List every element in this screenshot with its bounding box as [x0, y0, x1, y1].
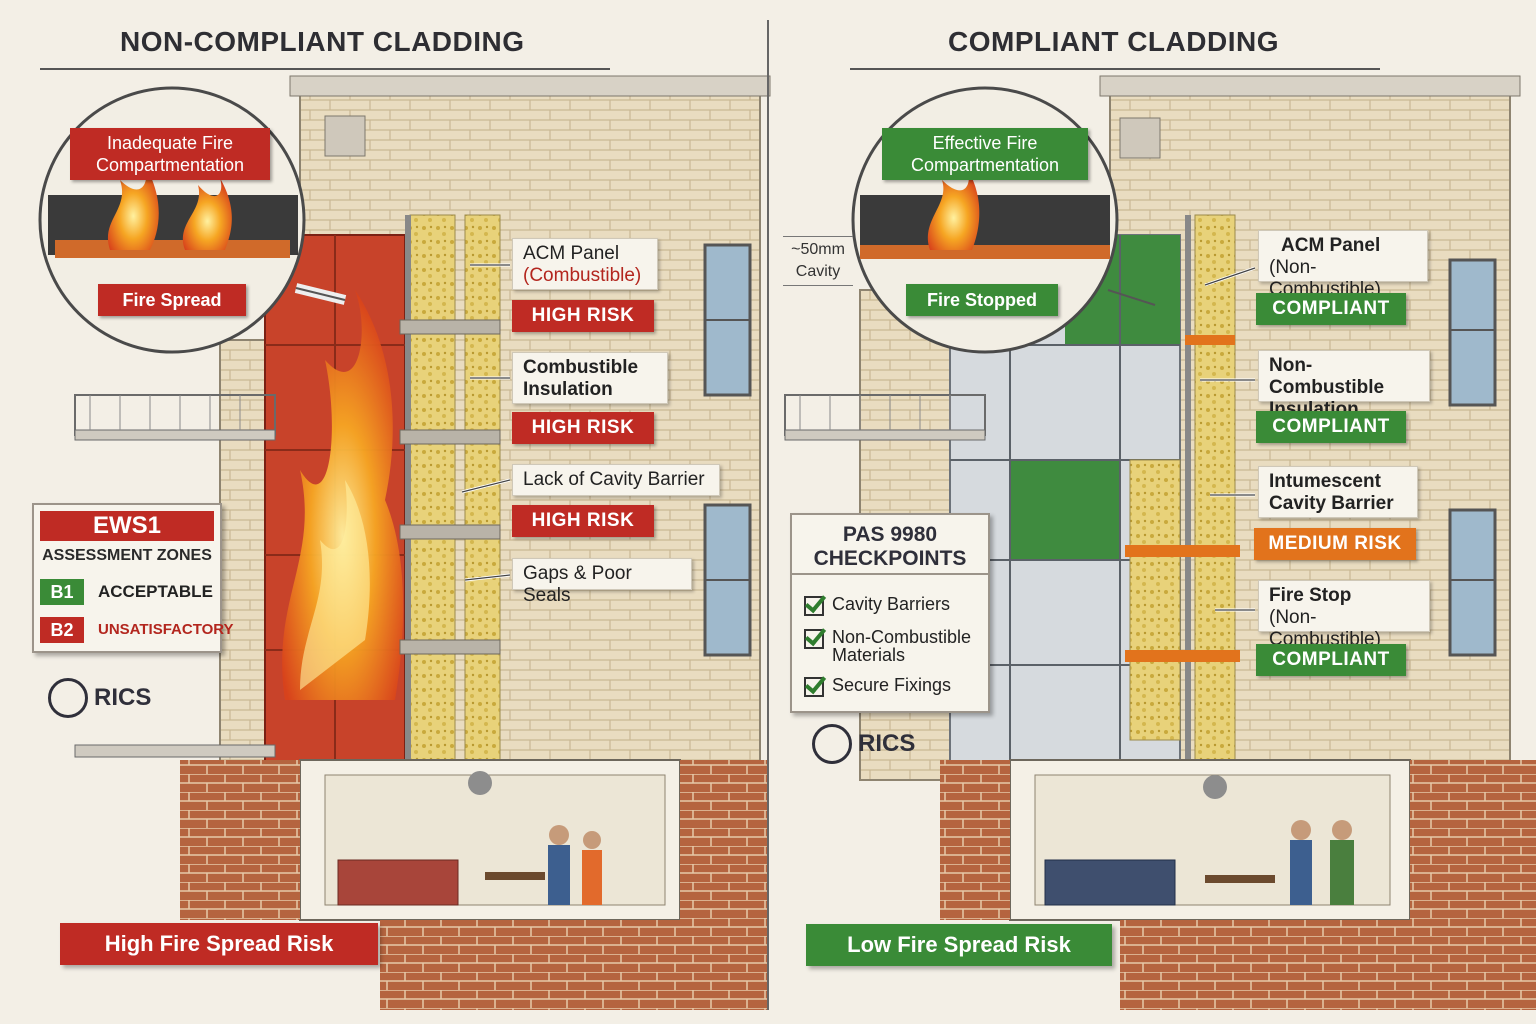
left-badge-cavity-barrier: HIGH RISK — [512, 505, 654, 537]
right-badge-insulation: COMPLIANT — [1256, 411, 1406, 443]
panel-divider — [767, 20, 769, 1010]
legend-text: UNSATISFACTORY — [98, 621, 234, 638]
checklist-divider — [792, 573, 988, 575]
left-badge-insulation: HIGH RISK — [512, 412, 654, 444]
right-footer-banner: Low Fire Spread Risk — [806, 924, 1112, 966]
legend-code: B2 — [40, 617, 84, 643]
pas9980-checklist: PAS 9980 CHECKPOINTS Cavity Barriers Non… — [790, 513, 990, 713]
right-title-rule — [850, 68, 1380, 70]
right-panel-title: COMPLIANT CLADDING — [948, 26, 1279, 57]
left-badge-acm: HIGH RISK — [512, 300, 654, 332]
left-callout-insulation: Combustible Insulation — [512, 352, 668, 404]
callout-line1: Fire Stop — [1269, 585, 1352, 606]
callout-line1: Intumescent — [1269, 471, 1381, 492]
checklist-title-line2: CHECKPOINTS — [813, 547, 967, 570]
left-panel-title: NON-COMPLIANT CLADDING — [120, 26, 525, 57]
cavity-note-line1: ~50mm — [791, 241, 845, 258]
checklist-title: PAS 9980 CHECKPOINTS — [792, 523, 988, 571]
right-callout-acm: ACM Panel (Non-Combustible) — [1258, 230, 1428, 300]
left-title-rule — [40, 68, 610, 70]
left-rics-logo: RICS — [94, 684, 152, 711]
left-callout-acm: ACM Panel (Combustible) — [512, 238, 658, 290]
right-badge-intumescent: MEDIUM RISK — [1254, 528, 1416, 560]
ews1-title: EWS1 — [40, 511, 214, 541]
left-callout-cavity-barrier: Lack of Cavity Barrier — [512, 464, 720, 496]
checklist-item-label: Secure Fixings — [832, 675, 952, 695]
checkmark-icon — [804, 596, 824, 616]
right-circle-bottom-label: Fire Stopped — [906, 284, 1058, 316]
legend-row-b1: B1 ACCEPTABLE — [40, 579, 216, 605]
callout-line1: Combustible — [523, 357, 639, 378]
rics-logo-icon — [48, 678, 88, 718]
left-circle-top-label: Inadequate Fire Compartmentation — [70, 128, 270, 180]
checklist-items: Cavity Barriers Non-Combustible Material… — [804, 589, 984, 703]
rics-logo-icon — [812, 724, 852, 764]
left-callout-gaps: Gaps & Poor Seals — [512, 558, 692, 606]
checkmark-icon — [804, 629, 824, 649]
right-rics-logo: RICS — [858, 730, 916, 757]
legend-row-b2: B2 UNSATISFACTORY — [40, 617, 234, 643]
callout-line1: ACM Panel — [523, 243, 620, 264]
legend-code: B1 — [40, 579, 84, 605]
checklist-item-label: Cavity Barriers — [832, 594, 951, 614]
callout-line1: Lack of Cavity Barrier — [523, 469, 705, 490]
callout-line1: ACM Panel — [1281, 235, 1381, 256]
right-badge-acm: COMPLIANT — [1256, 293, 1406, 325]
callout-line1: Gaps & Poor Seals — [523, 563, 632, 606]
checkmark-icon — [804, 677, 824, 697]
callout-line2: Cavity Barrier — [1269, 493, 1394, 514]
checklist-item-label: Non-Combustible Materials — [832, 627, 972, 665]
checklist-title-line1: PAS 9980 — [842, 523, 938, 546]
left-footer-banner: High Fire Spread Risk — [60, 923, 378, 965]
right-callout-firestop: Fire Stop (Non-Combustible) — [1258, 580, 1430, 650]
legend-text: ACCEPTABLE — [98, 582, 213, 601]
checklist-item: Cavity Barriers — [804, 595, 984, 616]
ews1-legend: EWS1 ASSESSMENT ZONES B1 ACCEPTABLE B2 U… — [32, 503, 234, 653]
checklist-item: Non-Combustible Materials — [804, 628, 984, 664]
left-circle-bottom-label: Fire Spread — [98, 284, 246, 316]
ews1-subtitle: ASSESSMENT ZONES — [42, 547, 212, 564]
right-callout-insulation: Non-Combustible Insulation — [1258, 350, 1430, 420]
right-badge-firestop: COMPLIANT — [1256, 644, 1406, 676]
right-circle-top-label: Effective Fire Compartmentation — [882, 128, 1088, 180]
checklist-item: Secure Fixings — [804, 676, 984, 697]
cavity-note-line2: Cavity — [795, 263, 841, 280]
right-callout-intumescent: Intumescent Cavity Barrier — [1258, 466, 1418, 518]
callout-line2: Insulation — [523, 379, 613, 400]
callout-line2: (Combustible) — [523, 265, 642, 286]
cavity-note: ~50mm Cavity — [783, 236, 853, 286]
callout-line1: Non-Combustible — [1269, 355, 1385, 398]
